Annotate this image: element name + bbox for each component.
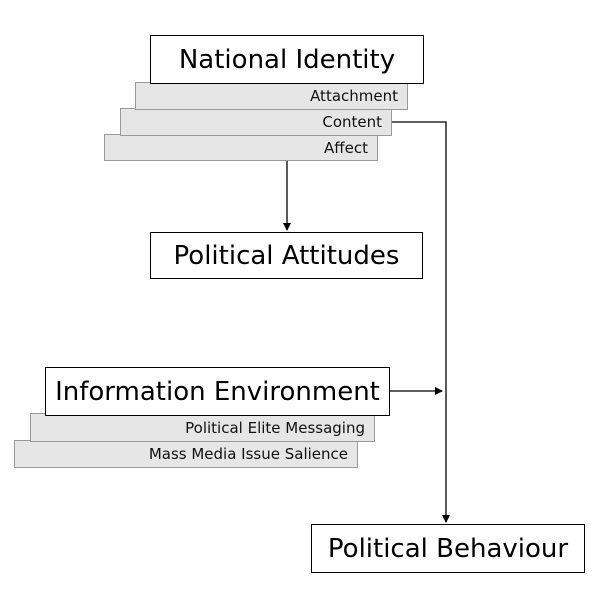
information-media-salience: Mass Media Issue Salience — [14, 440, 358, 468]
attachment-label: Attachment — [310, 87, 398, 105]
political-attitudes-title: Political Attitudes — [173, 240, 400, 271]
information-environment-box: Information Environment — [45, 367, 390, 416]
media-salience-label: Mass Media Issue Salience — [148, 445, 348, 463]
information-environment-title: Information Environment — [55, 376, 380, 407]
elite-messaging-label: Political Elite Messaging — [185, 418, 365, 437]
national-identity-title: National Identity — [178, 44, 396, 75]
national-identity-affect: Affect — [104, 134, 378, 161]
arrow-content-to-behaviour — [392, 121, 450, 523]
political-attitudes-box: Political Attitudes — [150, 232, 423, 279]
information-elite-messaging: Political Elite Messaging — [30, 413, 375, 442]
national-identity-content: Content — [120, 108, 392, 136]
national-identity-box: National Identity — [150, 35, 424, 84]
national-identity-attachment: Attachment — [135, 82, 408, 110]
content-label: Content — [322, 113, 382, 131]
political-behaviour-box: Political Behaviour — [311, 524, 585, 573]
political-behaviour-title: Political Behaviour — [327, 533, 569, 564]
affect-label: Affect — [324, 138, 368, 157]
